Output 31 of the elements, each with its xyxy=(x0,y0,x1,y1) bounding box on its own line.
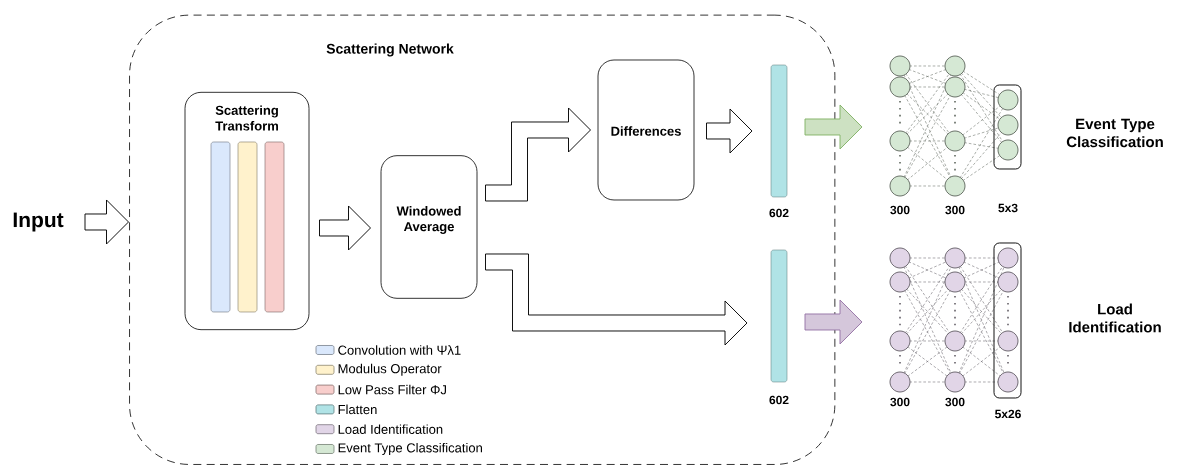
size-label: 300 xyxy=(890,397,910,407)
block-arrow xyxy=(485,107,591,202)
size-label: 300 xyxy=(890,205,910,215)
flatten-bar xyxy=(770,64,788,198)
legend-label: Modulus Operator xyxy=(338,363,442,376)
neural-network-drawing xyxy=(889,242,1022,399)
legend-label: Low Pass Filter ΦJ xyxy=(338,384,446,395)
flatten-bar xyxy=(770,249,788,383)
size-label: 300 xyxy=(945,205,965,215)
block-arrow xyxy=(84,199,129,245)
block-arrow xyxy=(804,104,863,150)
neural-network-drawing xyxy=(889,55,1022,197)
size-label: 300 xyxy=(945,397,965,407)
task-label: Event Type Classification xyxy=(1066,118,1163,148)
block-arrow xyxy=(706,108,753,154)
task-label: Load Identification xyxy=(1069,303,1161,333)
block-arrow xyxy=(485,253,748,346)
input-label: Input xyxy=(13,212,64,232)
legend-label: Convolution with Ψλ1 xyxy=(338,345,461,355)
process-box: Scattering Transform xyxy=(184,91,310,331)
legend-label: Load Identification xyxy=(338,424,443,434)
size-label: 602 xyxy=(769,395,789,405)
block-arrow xyxy=(319,205,371,251)
legend-label: Event Type Classification xyxy=(338,442,482,456)
size-label: 602 xyxy=(769,208,789,218)
process-box: Differences xyxy=(597,59,695,201)
size-label: 5x3 xyxy=(998,203,1018,213)
legend-label: Flatten xyxy=(338,404,377,415)
size-label: 5x26 xyxy=(995,409,1021,419)
block-arrow xyxy=(804,299,863,345)
process-box: Windowed Average xyxy=(380,155,478,299)
